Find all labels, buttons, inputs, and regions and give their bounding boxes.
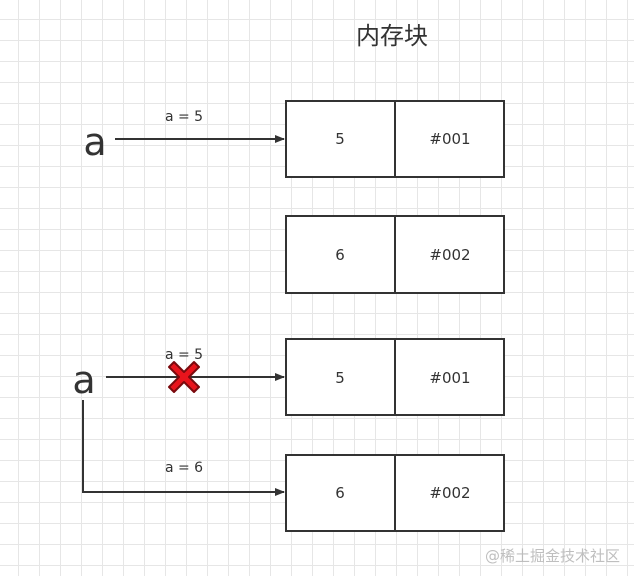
arrow-label-old: a = 5: [165, 347, 203, 363]
memory-block-4: 6 #002: [285, 454, 505, 532]
block-value: 5: [335, 130, 345, 148]
cross-icon: [168, 361, 200, 393]
memory-block-3: 5 #001: [285, 338, 505, 416]
variable-a-bottom: a: [72, 358, 95, 402]
block-address: #001: [429, 369, 470, 387]
block-address: #002: [429, 484, 470, 502]
arrow-label-new: a = 6: [165, 460, 203, 476]
memory-block-1: 5 #001: [285, 100, 505, 178]
watermark: @稀土掘金技术社区: [484, 547, 620, 565]
block-address: #001: [429, 130, 470, 148]
variable-a-top: a: [83, 120, 106, 164]
block-value: 6: [335, 484, 345, 502]
block-value: 5: [335, 369, 345, 387]
arrow-label-top: a = 5: [165, 109, 203, 125]
arrow-new: [82, 400, 285, 496]
diagram-title: 内存块: [356, 22, 428, 50]
memory-block-2: 6 #002: [285, 215, 505, 294]
block-address: #002: [429, 246, 470, 264]
block-value: 6: [335, 246, 345, 264]
